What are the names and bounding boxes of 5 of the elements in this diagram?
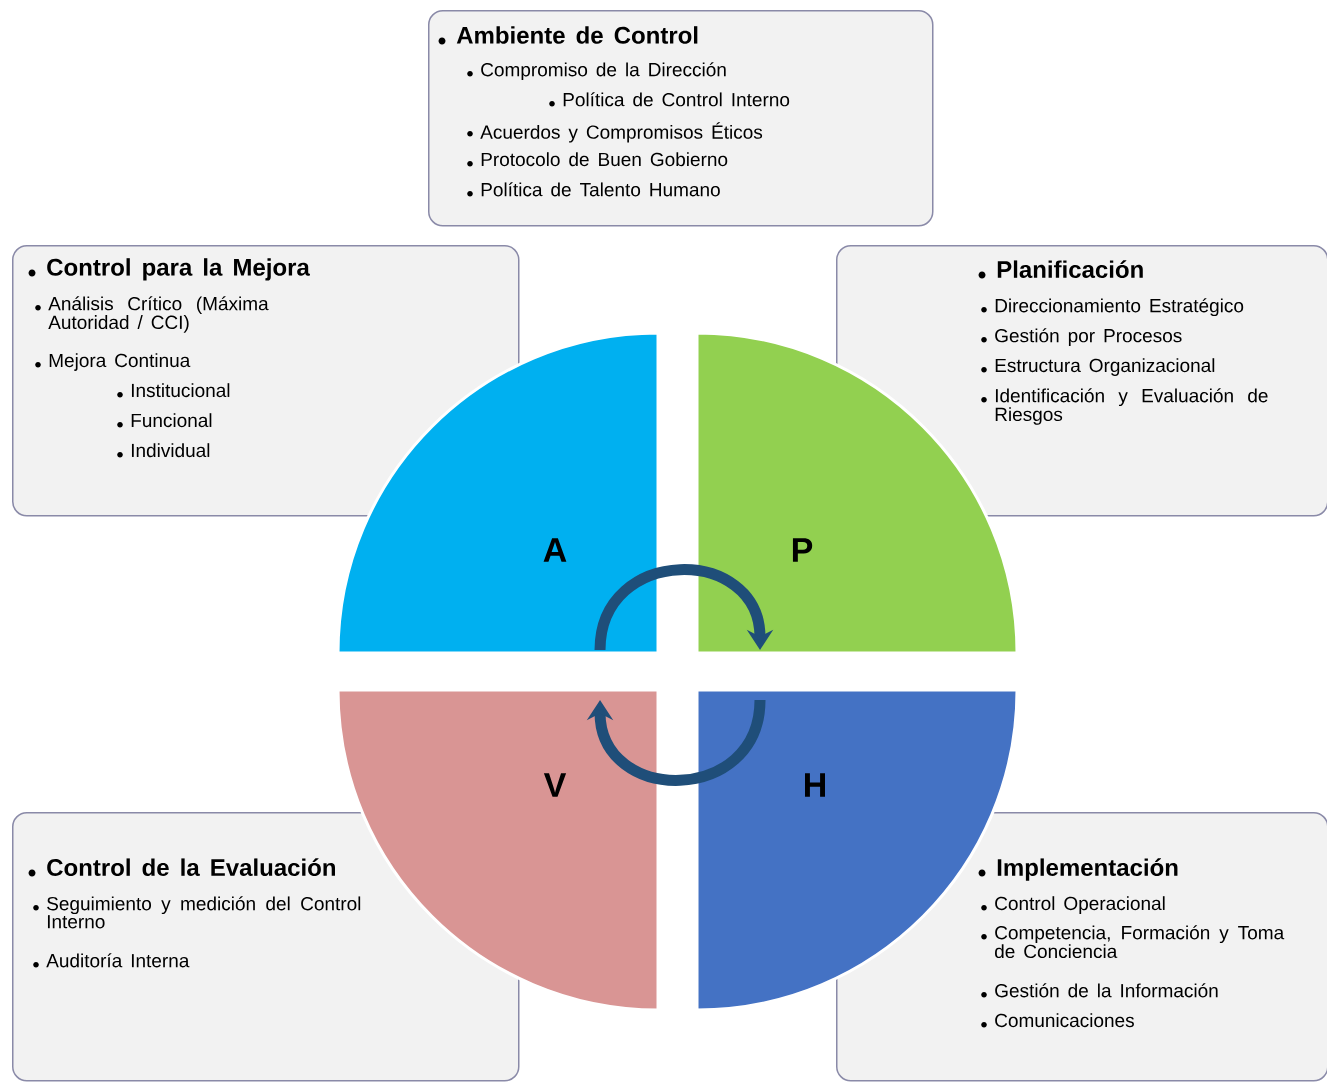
text-box: Control para la Mejora Análisis Crítico (Máxima Autoridad / CCI) Mejora Continua Institucional Funcional Individual [12,245,520,517]
circular-arrow [594,564,774,651]
quadrant-sector: A [336,331,660,655]
circular-arrow [586,699,766,786]
text-box: Ambiente de Control Compromiso de la Dirección Política de Control Interno Acuerdos y Compromisos Éticos Protocolo de Buen Gobierno Política de Talento Humano [428,10,934,227]
